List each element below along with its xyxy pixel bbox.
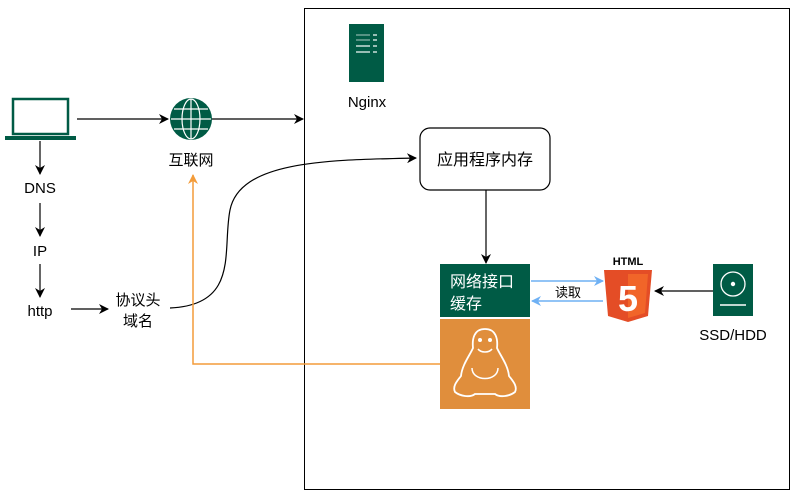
disk-label: SSD/HDD [699,327,767,344]
server-container [304,8,790,490]
linux-tux-icon [440,319,530,409]
server-icon [349,24,384,82]
app-memory-box [419,127,551,191]
html5-icon: HTML 5 [604,256,652,322]
dns-label: DNS [24,180,56,197]
read-label: 读取 [555,285,581,300]
html5-digit: 5 [618,278,638,319]
network-cache-label-line1: 网络接口 [450,272,514,291]
app-memory-label: 应用程序内存 [437,150,533,169]
disk-icon [713,264,753,316]
laptop-icon [5,97,76,140]
protocol-header-label: 协议头 [115,292,160,309]
ip-label: IP [33,243,47,260]
network-cache-box [440,264,530,317]
nginx-label: Nginx [348,94,387,111]
network-cache-label-line2: 缓存 [450,295,482,313]
domain-label: 域名 [123,313,153,330]
html5-title: HTML [613,256,644,268]
edge-protocol-app-memory [169,153,417,309]
internet-label: 互联网 [168,152,213,169]
edge-response-internet [188,174,440,365]
http-label: http [27,303,52,320]
globe-icon [170,98,212,140]
